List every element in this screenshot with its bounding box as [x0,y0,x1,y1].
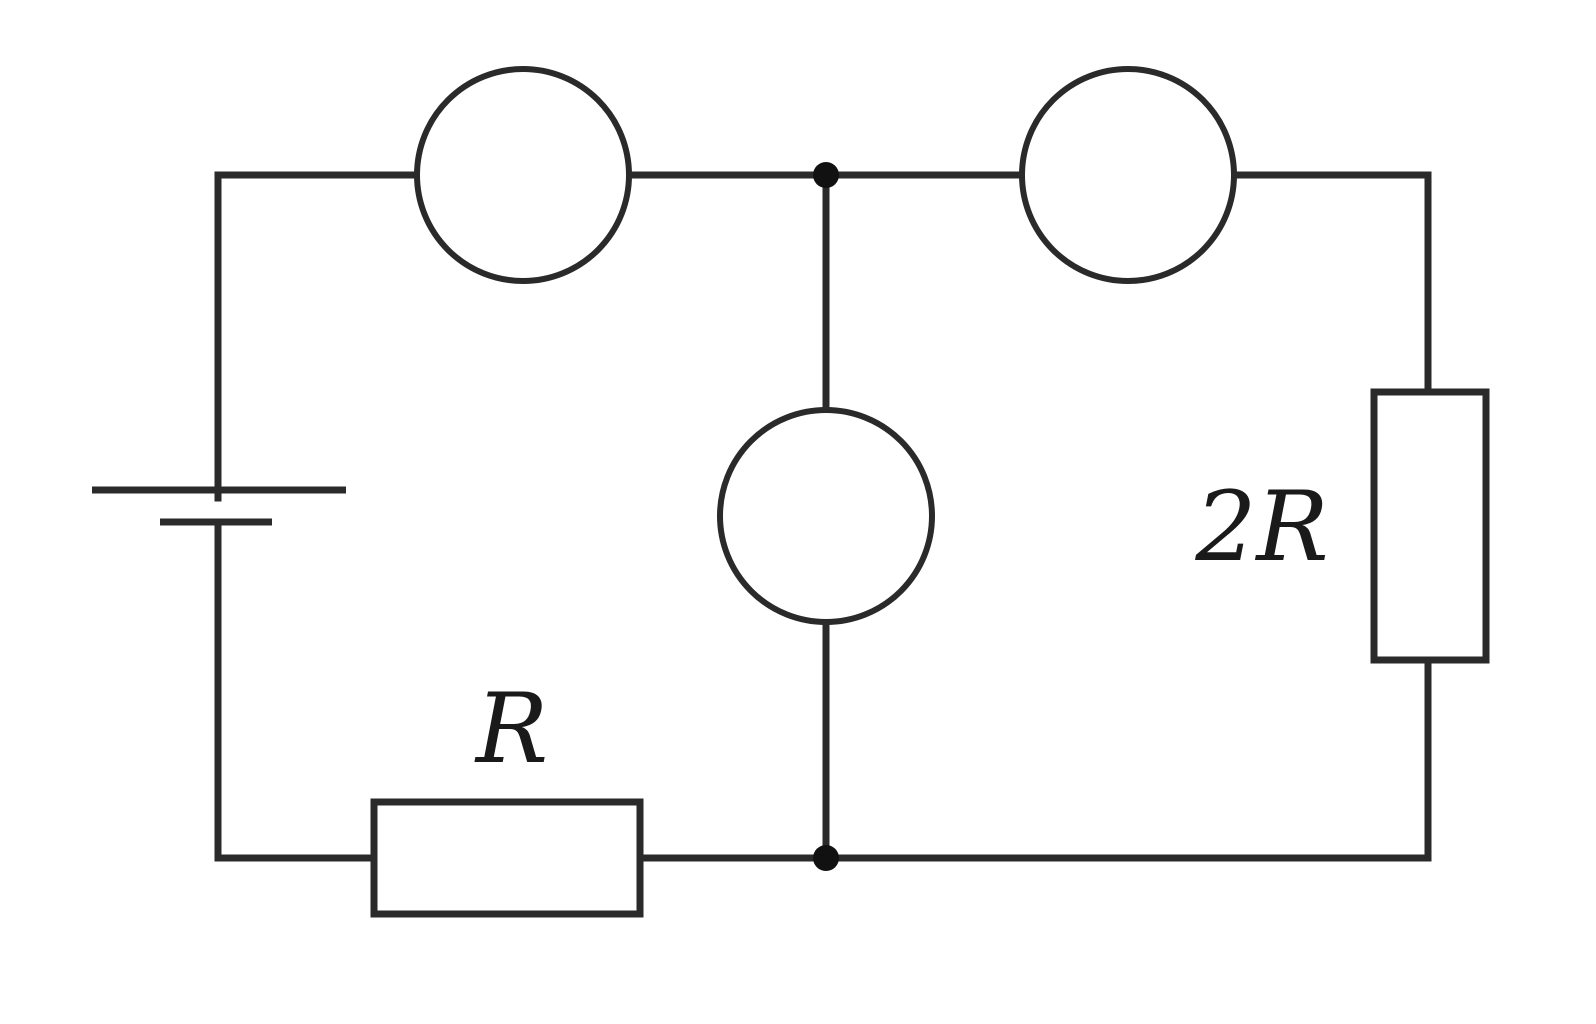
junction-top [813,162,839,188]
meter-top-right [1019,66,1237,284]
resistor-2r [1370,388,1490,664]
meter-middle [717,407,935,625]
wire-bottom-left [214,518,378,862]
resistor-r [370,798,644,918]
wire-bottom-right [822,656,1432,862]
label-2r: 2R [1194,471,1328,583]
wire-top-left [214,171,424,502]
meter-top-left [414,66,632,284]
wires [214,171,1432,862]
wire-top-right [1234,171,1432,396]
label-r: R [474,673,548,785]
junction-bottom [813,845,839,871]
battery-symbol [92,486,346,526]
